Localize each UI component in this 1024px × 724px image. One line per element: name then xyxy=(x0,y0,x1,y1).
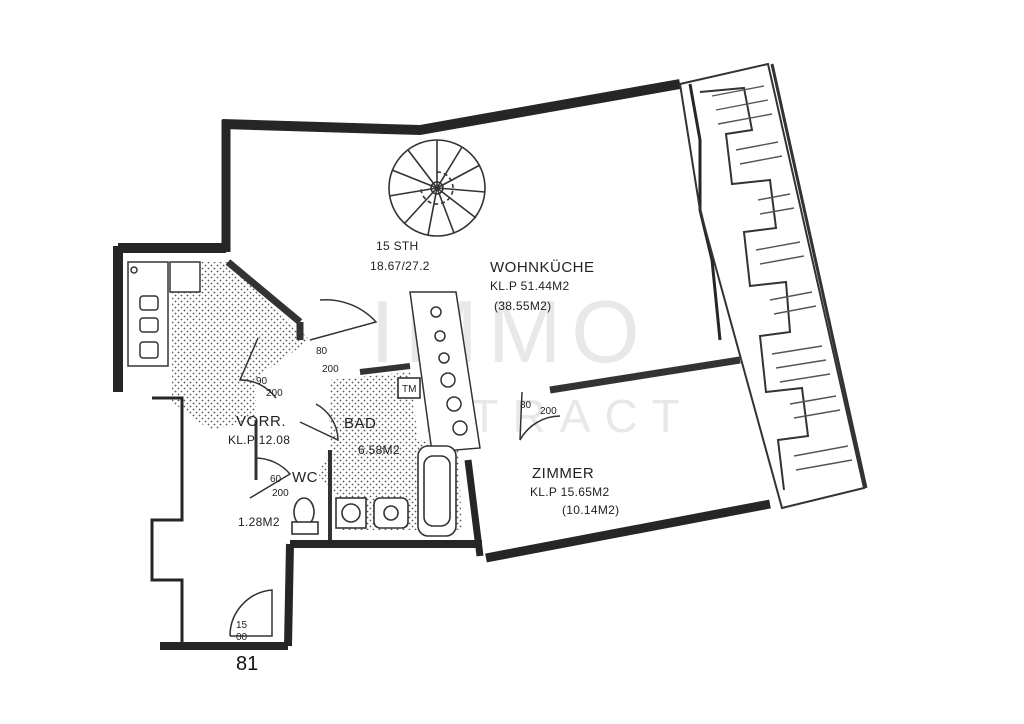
outer-walls xyxy=(113,79,771,650)
doors xyxy=(229,299,561,637)
room-area-bad: 6.58M2 xyxy=(358,443,400,457)
door-bad xyxy=(299,403,339,442)
interior-walls xyxy=(225,259,741,540)
unit-number: 81 xyxy=(236,653,258,675)
door-vorr xyxy=(238,337,277,399)
door-entry-width: 15 xyxy=(236,620,248,631)
wall-east-upper xyxy=(688,83,722,341)
stove-burner-2 xyxy=(139,317,159,333)
room-name-wohnkueche: WOHNKÜCHE xyxy=(490,258,595,276)
room-name-vorr: VORR. xyxy=(236,413,286,430)
room-area-wc: 1.28M2 xyxy=(238,515,280,529)
tm-box xyxy=(397,377,421,399)
stairs-dims: 18.67/27.2 xyxy=(370,259,430,273)
door-wc-height: 200 xyxy=(272,488,289,499)
roof-structure xyxy=(678,62,868,510)
roof-frame xyxy=(678,62,866,510)
tm-label: TM xyxy=(402,384,416,395)
built-in-cabinets xyxy=(409,291,481,453)
door-kitchen xyxy=(309,299,378,341)
room-name-wc: WC xyxy=(292,469,318,486)
door-zimmer xyxy=(519,391,561,441)
door-vorr-width: 90 xyxy=(256,376,268,387)
stove-burner-1 xyxy=(139,295,159,311)
room-area-wohnkueche: KL.P 51.44M2 xyxy=(490,279,569,293)
room-name-bad: BAD xyxy=(344,415,376,432)
wall-corridor-east xyxy=(284,543,294,647)
room-area-vorr: KL.P 12.08 xyxy=(228,433,290,447)
roof-hatching xyxy=(711,85,853,471)
door-entry xyxy=(229,589,273,637)
wall-living-inner xyxy=(359,363,411,375)
room-labels: WOHNKÜCHE KL.P 51.44M2 (38.55M2) ZIMMER … xyxy=(228,239,619,529)
kitchen-tiled-floor xyxy=(170,262,310,430)
roof-edge xyxy=(770,63,868,489)
wall-north xyxy=(221,79,681,136)
door-zimmer-width: 80 xyxy=(520,400,532,411)
room-area2-wohnkueche: (38.55M2) xyxy=(494,299,551,313)
door-kitchen-width: 80 xyxy=(316,346,328,357)
sink xyxy=(139,341,159,359)
wall-zimmer-south xyxy=(485,499,771,563)
door-zimmer-height: 200 xyxy=(540,406,557,417)
kitchen-drain xyxy=(130,266,138,274)
wall-corridor-west xyxy=(150,396,184,648)
washbasin-drain xyxy=(383,505,399,521)
wall-bath-east xyxy=(464,459,484,557)
door-vorr-height: 200 xyxy=(266,388,283,399)
roof-step-outline xyxy=(699,86,810,491)
toilet-tank xyxy=(291,521,319,535)
stairs-label: 15 STH xyxy=(376,239,418,253)
door-dimensions: 80 200 90 200 80 200 60 200 15 00 TM xyxy=(236,346,557,643)
wall-zimmer-divider xyxy=(549,356,741,394)
bathtub-inner xyxy=(423,455,451,527)
door-entry-height: 00 xyxy=(236,632,248,643)
kitchen-fixtures xyxy=(127,261,201,367)
bath-fixtures xyxy=(291,377,457,537)
spiral-staircase xyxy=(388,139,486,237)
room-area2-zimmer: (10.14M2) xyxy=(562,503,619,517)
kitchen-box xyxy=(169,261,201,293)
door-kitchen-height: 200 xyxy=(322,364,339,375)
room-name-zimmer: ZIMMER xyxy=(532,465,594,482)
wall-kitchen-vorr xyxy=(225,259,303,325)
door-wc-width: 60 xyxy=(270,474,282,485)
room-area-zimmer: KL.P 15.65M2 xyxy=(530,485,609,499)
door-wc xyxy=(249,457,292,499)
